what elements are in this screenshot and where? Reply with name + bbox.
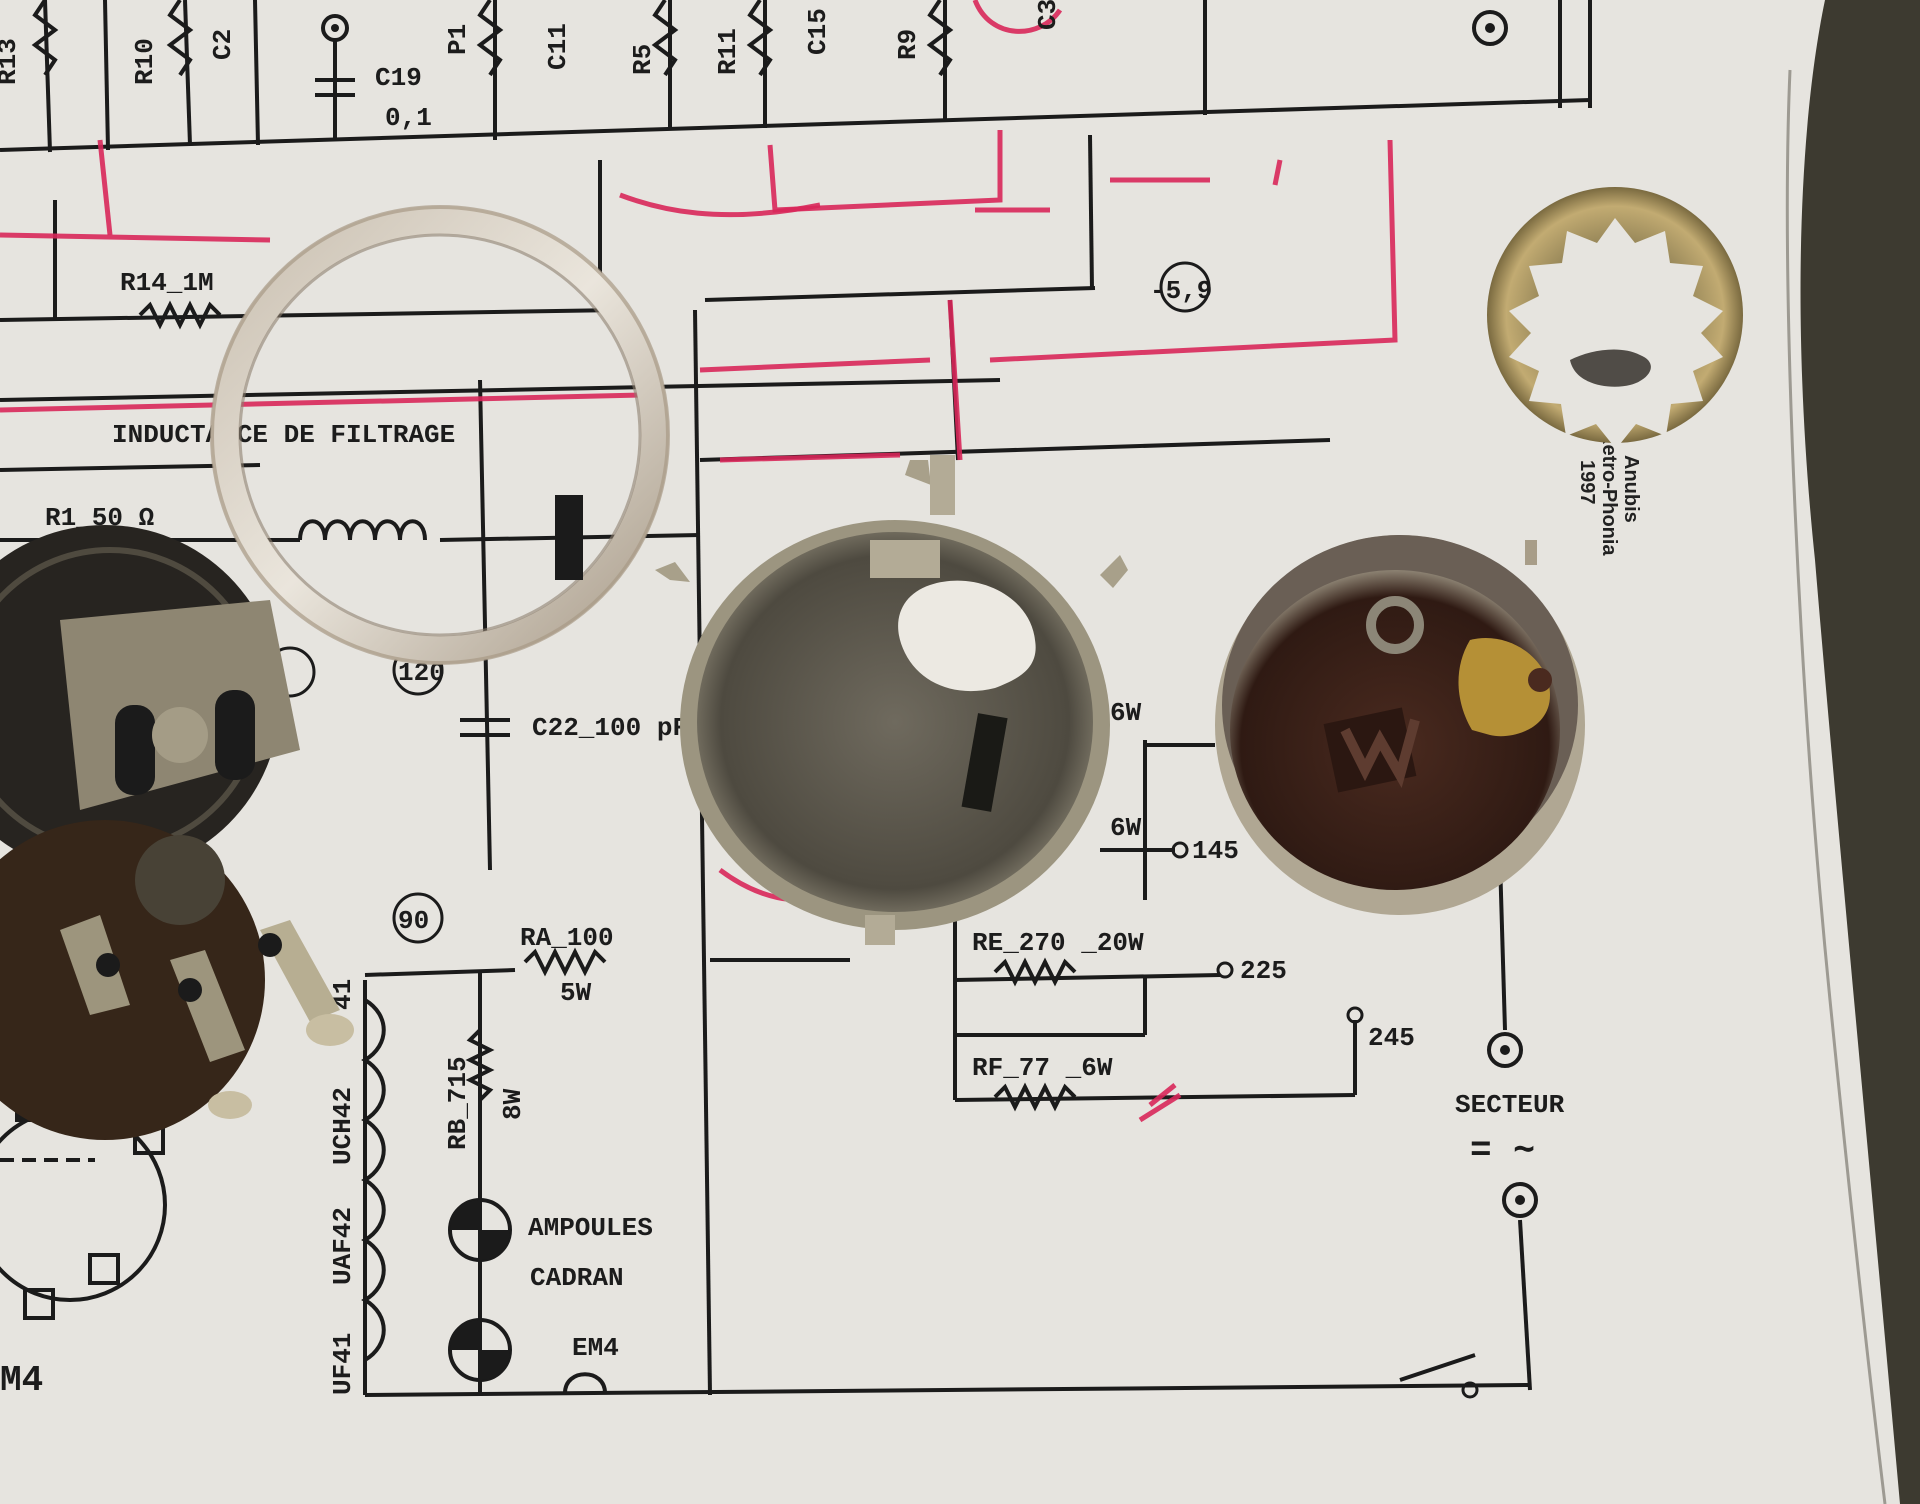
- label-m4: M4: [0, 1360, 43, 1401]
- label-voltage: -5,9: [1150, 276, 1212, 306]
- label-c15: C15: [803, 8, 833, 55]
- label-r11: R11: [713, 28, 743, 75]
- potentiometer-housing: [1215, 535, 1585, 915]
- label-90: 90: [398, 906, 429, 936]
- credit-line-2: Retro-Phonia: [1598, 430, 1620, 556]
- label-tube-uaf42: UAF42: [328, 1207, 358, 1285]
- toothed-lock-washer: [1487, 187, 1743, 449]
- label-rb: RB_715: [443, 1056, 473, 1150]
- label-r10: R10: [130, 38, 160, 85]
- label-inductance: INDUCTANCE DE FILTRAGE: [112, 420, 455, 450]
- label-6w-a: 6W: [1110, 698, 1142, 728]
- credit-line-3: 1997: [1576, 460, 1598, 505]
- label-ra-watt: 5W: [560, 978, 592, 1008]
- label-rf: RF_77 _6W: [972, 1053, 1113, 1083]
- label-c19-value: 0,1: [385, 103, 432, 133]
- label-ampoules: AMPOULES: [528, 1213, 653, 1243]
- label-tube-uch42: UCH42: [328, 1087, 358, 1165]
- open-metal-can: [655, 455, 1128, 945]
- label-tube-uf41: UF41: [328, 1333, 358, 1395]
- label-secteur: SECTEUR: [1455, 1090, 1565, 1120]
- potentiometer-partial: [0, 525, 354, 1140]
- label-145: 145: [1192, 836, 1239, 866]
- credit-stamp: Anubis Retro-Phonia 1997: [1576, 430, 1642, 556]
- label-ra: RA_100: [520, 923, 614, 953]
- label-c3: C3: [1033, 0, 1063, 30]
- label-c2: C2: [208, 29, 238, 60]
- credit-line-1: Anubis: [1620, 455, 1642, 523]
- label-225: 225: [1240, 956, 1287, 986]
- label-cadran: CADRAN: [530, 1263, 624, 1293]
- label-r13: R13: [0, 38, 23, 85]
- label-r14: R14_1M: [120, 268, 214, 298]
- label-r9: R9: [893, 29, 923, 60]
- label-c22: C22_100 pF: [532, 713, 688, 743]
- red-marker-annotations: [0, 0, 1398, 1123]
- label-6w-b: 6W: [1110, 813, 1142, 843]
- label-re: RE_270 _20W: [972, 928, 1144, 958]
- metal-ring: [210, 205, 670, 665]
- label-p1: P1: [443, 24, 473, 55]
- label-ac-symbol: = ∼: [1470, 1130, 1535, 1171]
- label-c11: C11: [543, 23, 573, 70]
- label-rb-watt: 8W: [498, 1088, 528, 1120]
- label-em4: EM4: [572, 1333, 619, 1363]
- label-r5: R5: [628, 44, 658, 75]
- label-245: 245: [1368, 1023, 1415, 1053]
- label-c19: C19: [375, 63, 422, 93]
